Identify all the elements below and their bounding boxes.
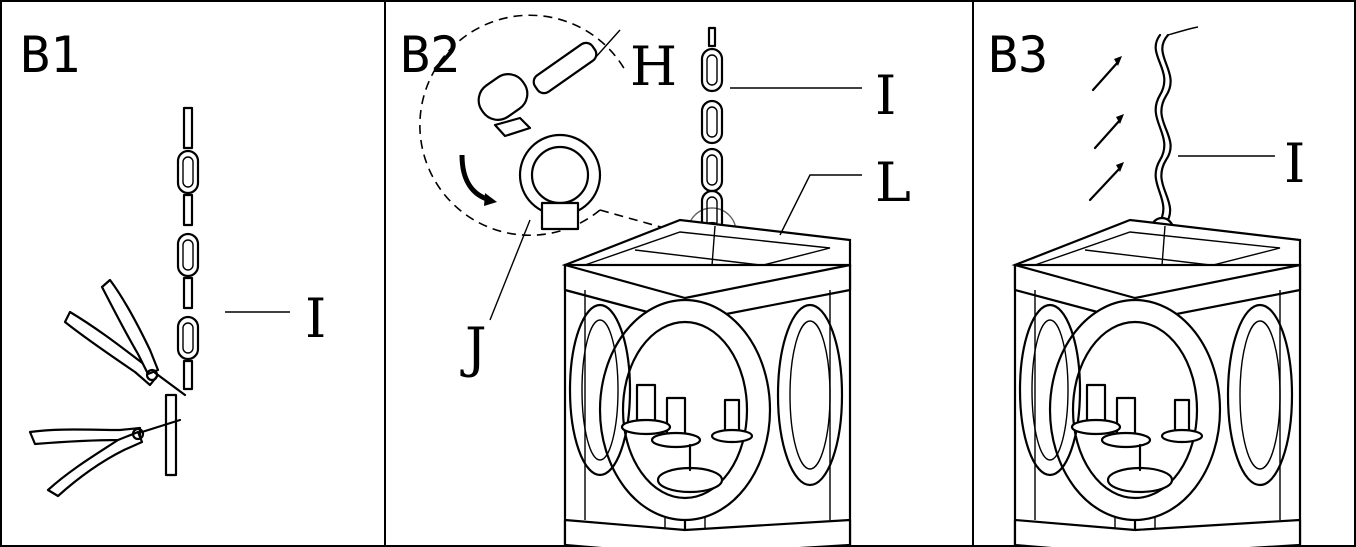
panel-b1: B1 I — [20, 26, 326, 498]
callout-eye-hook: J — [460, 316, 487, 379]
step-title: B2 — [400, 26, 460, 84]
lift-arrows — [1088, 56, 1124, 202]
lantern-illustration — [563, 218, 852, 547]
callout-canopy: L — [875, 151, 911, 214]
step-title: B3 — [988, 26, 1048, 84]
callout-quick-link: H — [630, 35, 677, 98]
callout-chain: I — [875, 64, 896, 127]
chain-illustration — [164, 106, 200, 477]
step-title: B1 — [20, 26, 80, 84]
pliers-illustration — [28, 278, 187, 498]
callout-chain: I — [1284, 132, 1305, 195]
panel-b3: B3 I — [988, 26, 1305, 547]
chain-illustration — [1148, 26, 1199, 248]
detail-zoom-bubble — [419, 14, 701, 239]
lantern-illustration — [1013, 218, 1302, 547]
callout-chain: I — [305, 287, 326, 350]
panel-b2: B2 — [400, 14, 911, 547]
